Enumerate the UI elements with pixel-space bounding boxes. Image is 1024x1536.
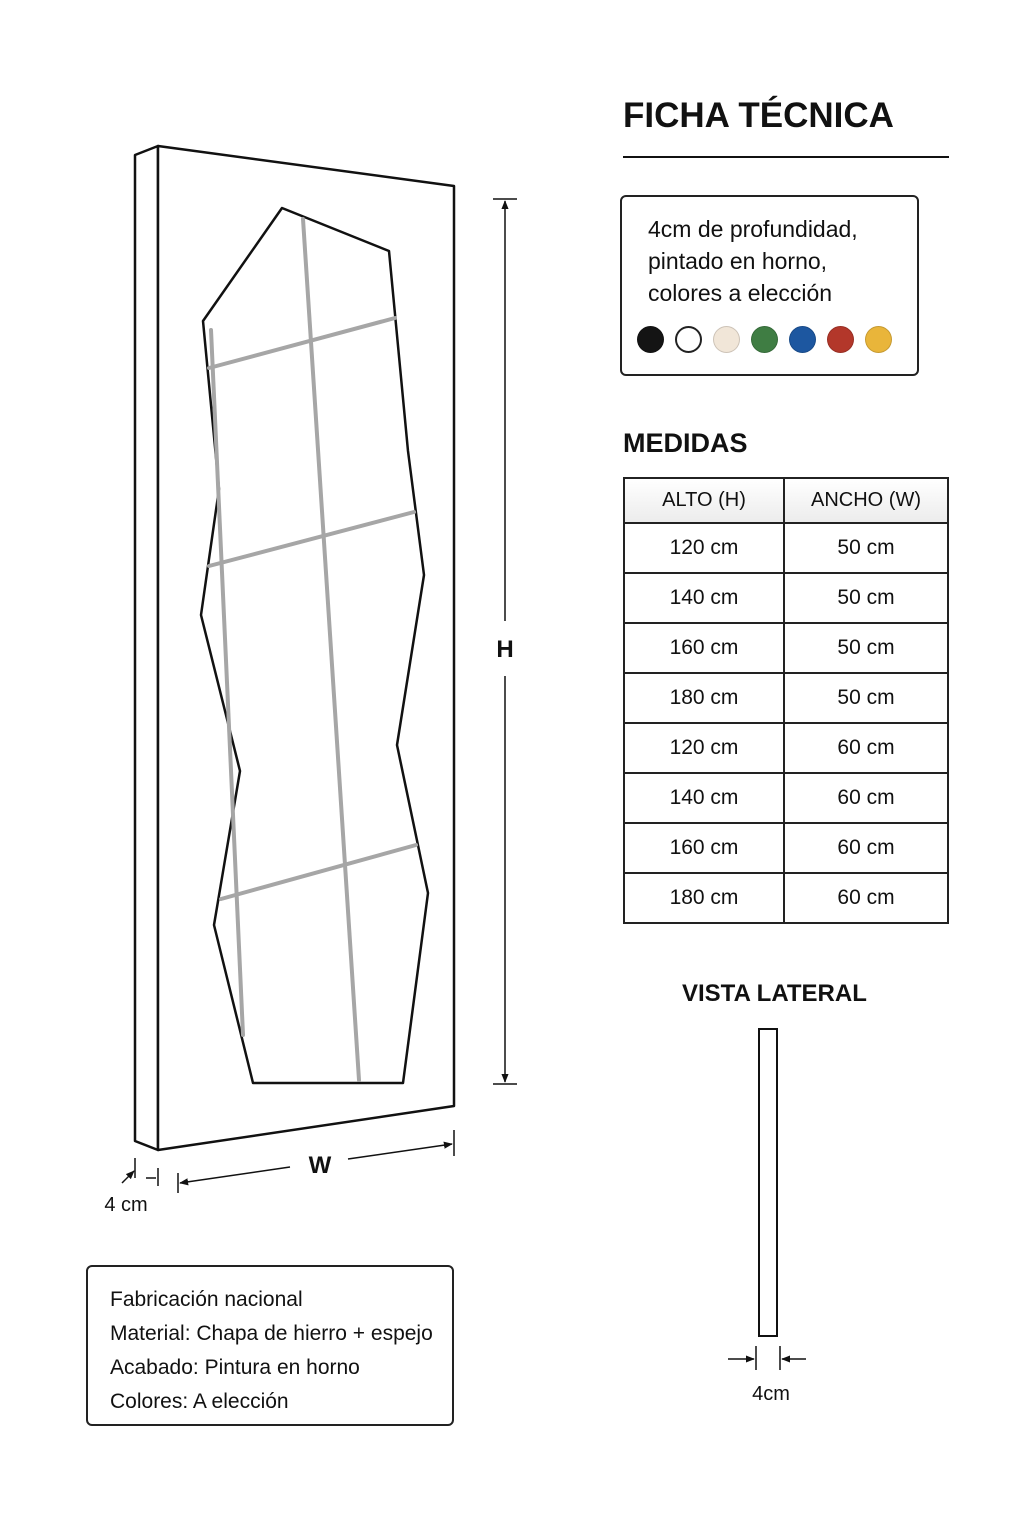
width-cell: 60 cm: [783, 722, 949, 774]
mirror-reflection-lines: [207, 217, 418, 1082]
page-title: FICHA TÉCNICA: [623, 96, 894, 135]
height-dimension: H: [493, 198, 517, 1085]
swatch-yellow: [865, 326, 892, 353]
swatch-blue: [789, 326, 816, 353]
info-line: Acabado: Pintura en horno: [110, 1356, 360, 1379]
width-cell: 60 cm: [783, 872, 949, 924]
front-view: [133, 144, 456, 1152]
side-view-profile: [758, 1028, 778, 1337]
width-dimension: W: [177, 1130, 455, 1193]
width-label: W: [309, 1152, 332, 1179]
height-cell: 180 cm: [623, 872, 785, 924]
width-cell: 60 cm: [783, 822, 949, 874]
swatch-cream: [713, 326, 740, 353]
column-header-height: ALTO (H): [623, 477, 785, 524]
measures-title: MEDIDAS: [623, 428, 748, 458]
height-cell: 140 cm: [623, 572, 785, 624]
side-view: 4cm: [728, 1028, 806, 1405]
column-header-width: ANCHO (W): [783, 477, 949, 524]
swatch-green: [751, 326, 778, 353]
height-cell: 160 cm: [623, 622, 785, 674]
width-cell: 50 cm: [783, 522, 949, 574]
depth-dimension: 4 cm: [104, 1158, 159, 1216]
height-cell: 140 cm: [623, 772, 785, 824]
spec-line: 4cm de profundidad,: [648, 216, 858, 242]
info-box: Fabricación nacional Material: Chapa de …: [86, 1265, 454, 1426]
info-line: Colores: A elección: [110, 1390, 289, 1413]
height-label: H: [496, 636, 513, 663]
width-cell: 50 cm: [783, 672, 949, 724]
swatch-black: [637, 326, 664, 353]
side-depth-label: 4cm: [752, 1383, 790, 1405]
info-line: Fabricación nacional: [110, 1288, 303, 1311]
height-cell: 180 cm: [623, 672, 785, 724]
spec-box: 4cm de profundidad, pintado en horno, co…: [620, 195, 919, 376]
depth-label: 4 cm: [104, 1194, 147, 1216]
width-cell: 50 cm: [783, 622, 949, 674]
spec-line: colores a elección: [648, 280, 833, 306]
frame-side: [133, 144, 160, 1152]
height-cell: 120 cm: [623, 722, 785, 774]
info-line: Material: Chapa de hierro + espejo: [110, 1322, 433, 1345]
width-cell: 50 cm: [783, 572, 949, 624]
swatch-red: [827, 326, 854, 353]
swatch-white: [675, 326, 702, 353]
side-view-title: VISTA LATERAL: [682, 980, 867, 1007]
spec-line: pintado en horno,: [648, 248, 828, 274]
table-header-row: ALTO (H) ANCHO (W): [623, 477, 949, 524]
width-cell: 60 cm: [783, 772, 949, 824]
height-cell: 120 cm: [623, 522, 785, 574]
title-divider: [623, 156, 949, 158]
color-swatches: [637, 326, 917, 353]
mirror-outline: [199, 206, 430, 1085]
height-cell: 160 cm: [623, 822, 785, 874]
